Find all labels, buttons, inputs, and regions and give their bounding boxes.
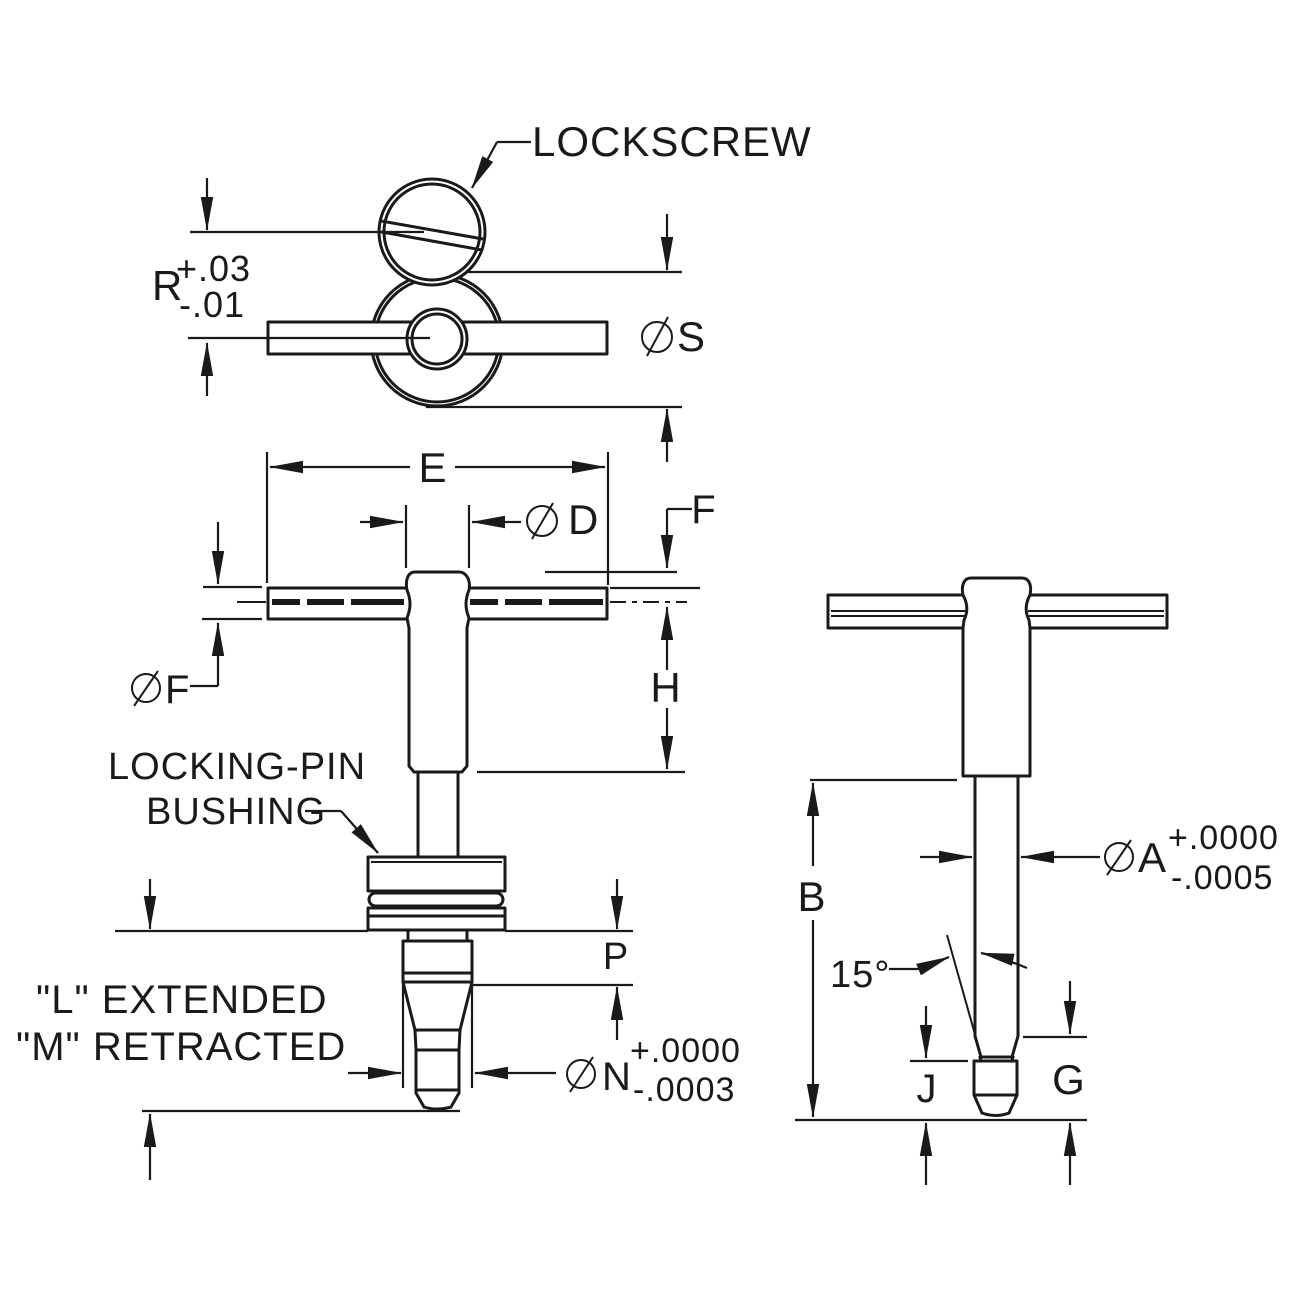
note-extended: "L" EXTENDED — [36, 978, 328, 1022]
dim-label-j: J — [917, 1067, 938, 1111]
side-view — [795, 576, 1169, 1185]
tolerance-a-minus: -.0005 — [1171, 859, 1273, 897]
shaft-front — [416, 770, 460, 860]
tolerance-r-minus: -.01 — [179, 284, 245, 325]
tolerance-n-minus: -.0003 — [633, 1071, 735, 1109]
dim-label-s: S — [677, 313, 706, 360]
tolerance-r-plus: +.03 — [176, 248, 251, 289]
screw-slot-line — [379, 219, 485, 241]
drawing-labels: LOCKSCREW R +.03 -.01 S E D F F H LOCKIN… — [16, 118, 1279, 1111]
diameter-icon — [566, 1056, 596, 1093]
screw-slot-line — [380, 230, 484, 252]
dim-label-angle: 15° — [830, 954, 890, 996]
lockscrew-label: LOCKSCREW — [532, 118, 812, 165]
dim-label-e: E — [418, 444, 447, 491]
diameter-icon — [526, 502, 558, 540]
collet-body — [401, 939, 474, 975]
diameter-icon — [131, 670, 161, 707]
front-view — [115, 452, 700, 1180]
tolerance-n-plus: +.0000 — [630, 1032, 741, 1070]
bushing-o-ring — [367, 891, 505, 908]
dim-label-g: G — [1052, 1056, 1086, 1103]
collet-ring — [401, 971, 474, 984]
bushing-label-line1: LOCKING-PIN — [108, 746, 366, 788]
dim-label-n: N — [602, 1055, 632, 1099]
dim-label-f-left: F — [165, 668, 190, 712]
dim-label-p: P — [603, 936, 629, 978]
dim-label-h: H — [650, 664, 681, 711]
tolerance-a-plus: +.0000 — [1168, 819, 1279, 857]
dim-label-r: R — [152, 262, 183, 309]
dim-label-b: B — [797, 873, 826, 920]
diameter-icons — [131, 316, 1134, 1093]
bushing-bottom-ring — [366, 914, 507, 932]
top-view — [188, 140, 682, 462]
dim-label-a: A — [1138, 834, 1167, 881]
diameter-icon — [641, 316, 673, 357]
tool-body-side — [960, 576, 1033, 778]
dim-label-f-top: F — [691, 488, 716, 532]
dim-label-d: D — [568, 496, 599, 543]
note-retracted: "M" RETRACTED — [16, 1025, 346, 1069]
bushing-label-line2: BUSHING — [146, 791, 326, 833]
diameter-icon — [1104, 839, 1134, 876]
tool-body-front — [404, 570, 471, 774]
